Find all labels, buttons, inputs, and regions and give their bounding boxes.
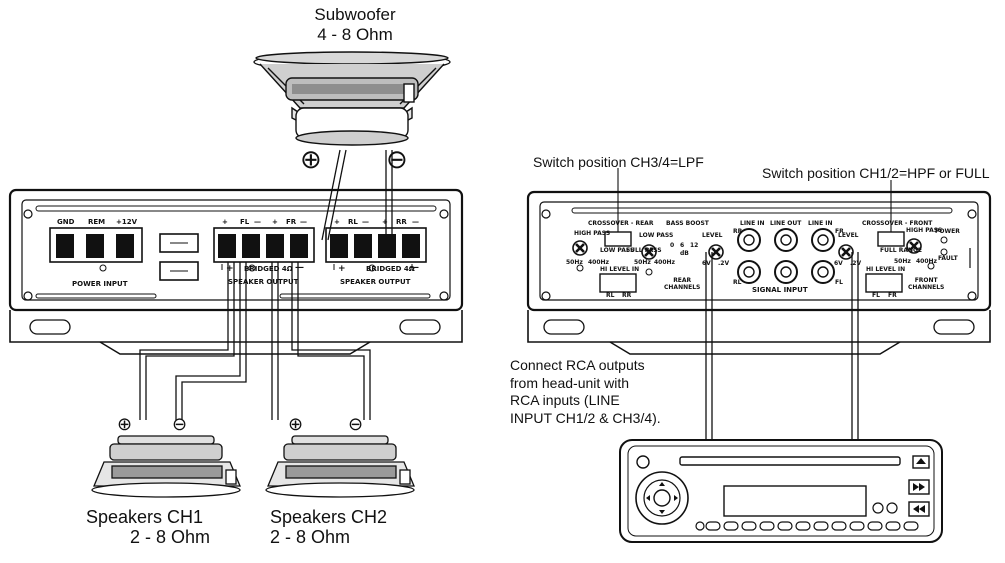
level-right-max: .2V: [850, 260, 862, 267]
bridged-front-minus: —: [295, 263, 304, 273]
boost-unit: dB: [680, 250, 689, 257]
front-channels-label: FRONT CHANNELS: [908, 277, 945, 291]
line-out-label: LINE OUT: [770, 220, 802, 227]
amp-rear-knob-marks: [575, 241, 919, 257]
annotation-connect-rca: Connect RCA outputs from head-unit with …: [510, 357, 661, 426]
speaker-ch2-impedance: 2 - 8 Ohm: [270, 527, 351, 547]
eject-icon: [916, 458, 926, 464]
crossover-rear-label: CROSSOVER - REAR: [588, 220, 654, 227]
front-fl-plus: +: [222, 218, 228, 226]
fault-led-label: FAULT: [938, 255, 958, 262]
subwoofer-title: Subwoofer: [314, 5, 396, 24]
front-hi-pin-fl: FL: [872, 292, 880, 299]
amp-front-terminals: [56, 234, 420, 258]
subwoofer-impedance: 4 - 8 Ohm: [317, 25, 393, 44]
speaker-ch2-title: Speakers CH2: [270, 507, 388, 527]
front-fr-plus: +: [272, 218, 278, 226]
rear-freq-low: 50Hz: [566, 259, 583, 266]
rca-fr-label: FR: [835, 228, 844, 235]
subwoofer-plus-symbol: ⊕: [300, 144, 322, 174]
ch2-minus-symbol: ⊖: [348, 414, 364, 434]
speaker-ch1-impedance: 2 - 8 Ohm: [130, 527, 211, 547]
front-full-range-label: FULL RANGE: [880, 247, 923, 254]
rear-rl-label: RL: [348, 218, 358, 226]
boost-value-6: 6: [680, 242, 685, 249]
speaker-output-front-label: SPEAKER OUTPUT: [228, 278, 299, 286]
boost-value-0: 0: [670, 242, 675, 249]
rear-channels-label: REAR CHANNELS: [664, 277, 701, 291]
head-unit: [619, 439, 943, 543]
rear-rr-plus: +: [382, 218, 388, 226]
rear-hi-level-in: HI LEVEL IN: [600, 266, 640, 273]
front-hi-pin-fr: FR: [888, 292, 897, 299]
front-freq-high: 400Hz: [916, 258, 938, 265]
speaker-output-rear-label: SPEAKER OUTPUT: [340, 278, 411, 286]
terminal-rem: REM: [88, 218, 106, 226]
power-led-label: POWER: [935, 228, 960, 235]
signal-input-label: SIGNAL INPUT: [752, 286, 808, 294]
terminal-12v: +12V: [116, 218, 138, 226]
rear-rr-minus: —: [412, 218, 419, 226]
level-left-max: .2V: [718, 260, 730, 267]
rear-full-pass-label: FULL PASS: [626, 247, 662, 254]
rear-hi-pin-rl: RL: [606, 292, 615, 299]
bridged-rear-label: BRIDGED 4Ω: [366, 265, 415, 273]
rca-fl-label: FL: [835, 279, 843, 286]
ch1-plus-symbol: ⊕: [117, 414, 133, 434]
amplifier-rear-panel: [526, 190, 992, 355]
bridged-front-label: BRIDGED 4Ω: [244, 265, 293, 273]
lp-freq-low: 50Hz: [634, 259, 651, 266]
level-right-label: LEVEL: [838, 232, 859, 239]
front-freq-low: 50Hz: [894, 258, 911, 265]
rear-rr-label: RR: [396, 218, 407, 226]
level-right-min: 6V: [834, 260, 843, 267]
rca-rr-label: RR: [733, 228, 743, 235]
ch1-minus-symbol: ⊖: [172, 414, 188, 434]
line-in-left-label: LINE IN: [740, 220, 765, 227]
annotation-switch-front: Switch position CH1/2=HPF or FULL: [762, 165, 990, 181]
front-fr-label: FR: [286, 218, 297, 226]
rear-freq-high: 400Hz: [588, 259, 610, 266]
front-high-pass-label: HIGH PASS: [906, 227, 943, 234]
rear-hi-pin-rr: RR: [622, 292, 632, 299]
bridged-rear-minus: —: [410, 263, 419, 273]
speaker-ch2: [265, 435, 415, 498]
subwoofer-minus-symbol: ⊖: [386, 144, 408, 174]
bridged-rear-plus: +: [338, 264, 346, 274]
power-input-label: POWER INPUT: [72, 280, 128, 288]
crossover-front-label: CROSSOVER - FRONT: [862, 220, 933, 227]
front-fr-minus: —: [300, 218, 307, 226]
speaker-ch1-title: Speakers CH1: [86, 507, 204, 527]
annotation-switch-rear: Switch position CH3/4=LPF: [533, 154, 704, 170]
level-left-label: LEVEL: [702, 232, 723, 239]
front-hi-level-in: HI LEVEL IN: [866, 266, 906, 273]
ch2-plus-symbol: ⊕: [288, 414, 304, 434]
rear-rl-plus: +: [334, 218, 340, 226]
speaker-ch1: [91, 435, 241, 498]
rear-lowpass-knob-label: LOW PASS: [639, 232, 674, 239]
lp-freq-high: 400Hz: [654, 259, 676, 266]
rca-rl-label: RL: [733, 279, 742, 286]
terminal-gnd: GND: [57, 218, 75, 226]
head-unit-icons: [646, 458, 926, 514]
bass-boost-label: BASS BOOST: [666, 220, 709, 227]
rear-high-pass-label: HIGH PASS: [574, 230, 611, 237]
next-icon: [913, 483, 925, 491]
level-left-min: 6V: [702, 260, 711, 267]
rear-low-pass-label: LOW PASS: [600, 247, 635, 254]
front-fl-minus: —: [254, 218, 261, 226]
previous-icon: [913, 505, 925, 513]
bridged-front-plus: +: [226, 264, 234, 274]
subwoofer: [253, 51, 451, 146]
boost-value-12: 12: [690, 242, 699, 249]
speaker-wires: [139, 149, 859, 440]
rear-rl-minus: —: [362, 218, 369, 226]
line-in-right-label: LINE IN: [808, 220, 833, 227]
annotation-leaders: [617, 168, 892, 232]
front-fl-label: FL: [240, 218, 250, 226]
